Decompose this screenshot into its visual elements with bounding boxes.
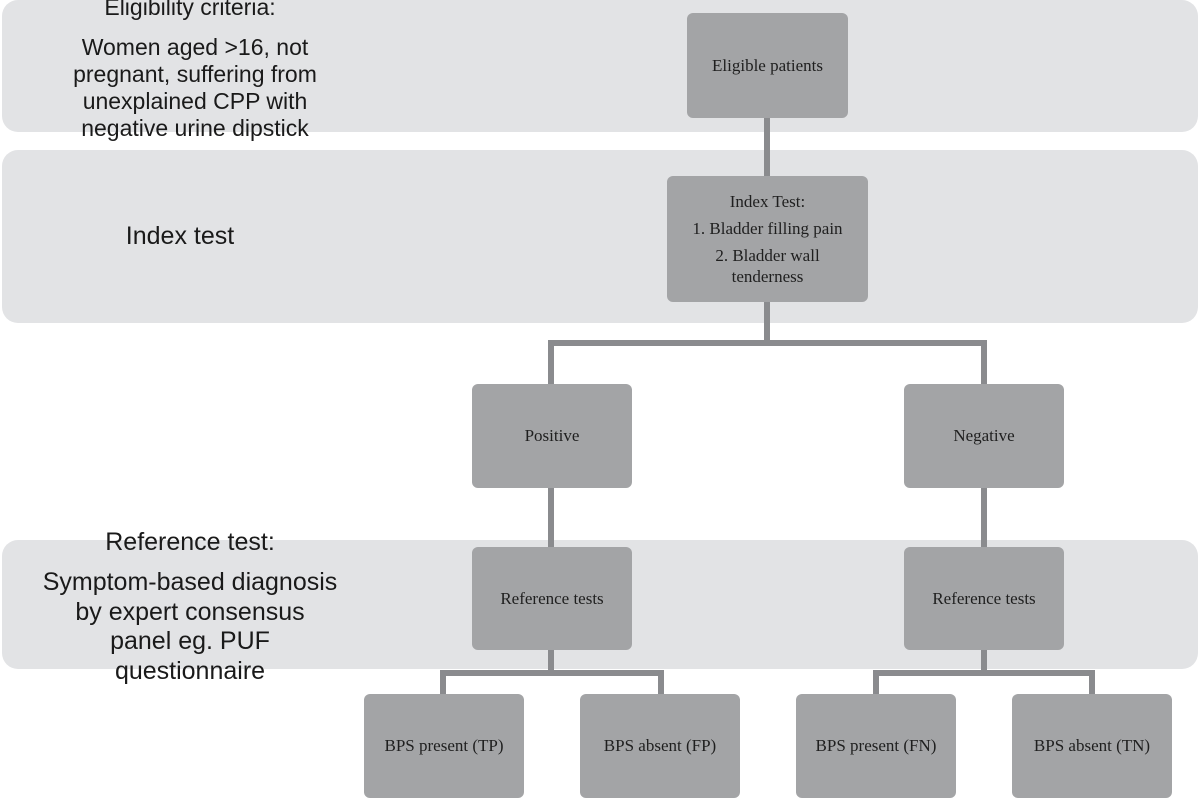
eligibility-line: unexplained CPP with [82, 88, 308, 115]
reference-line: by expert consensus [75, 597, 305, 626]
positive-node: Positive [472, 384, 632, 488]
negative-label: Negative [953, 426, 1015, 445]
index-test-item: 1. Bladder filling pain [692, 218, 843, 238]
fn-label: BPS present (FN) [815, 736, 937, 755]
eligible-patients-label: Eligible patients [712, 55, 823, 75]
connector-negative-to-reference [981, 488, 987, 547]
reference-line: panel eg. PUF [110, 627, 270, 655]
index-test-band [2, 150, 1198, 323]
reference-test-description: Symptom-based diagnosis by expert consen… [10, 568, 370, 686]
eligible-patients-node: Eligible patients [687, 13, 848, 118]
reference-line: Symptom-based diagnosis [42, 568, 338, 596]
connector-to-negative [981, 340, 987, 384]
eligibility-band [2, 0, 1198, 132]
index-test-title: Index test [125, 222, 235, 250]
fp-label: BPS absent (FP) [603, 736, 717, 755]
connector-left-reference-down [548, 650, 554, 674]
positive-label: Positive [524, 426, 580, 445]
eligibility-line: Women aged >16, not [81, 34, 309, 60]
connector-to-tp [440, 670, 446, 694]
negative-node: Negative [904, 384, 1064, 488]
connector-to-fp [658, 670, 664, 694]
tn-label: BPS absent (TN) [1033, 736, 1151, 755]
fp-node: BPS absent (FP) [580, 694, 740, 798]
index-test-item: tenderness [731, 267, 804, 287]
tn-node: BPS absent (TN) [1012, 694, 1172, 798]
connector-split-horizontal [548, 340, 987, 346]
reference-test-title: Reference test: [105, 528, 275, 556]
connector-to-positive [548, 340, 554, 384]
connector-eligible-to-index [764, 118, 770, 176]
tp-label: BPS present (TP) [384, 736, 504, 755]
connector-positive-to-reference [548, 488, 554, 547]
reference-tests-right-label: Reference tests [932, 588, 1036, 608]
fn-node: BPS present (FN) [796, 694, 956, 798]
reference-tests-left-label: Reference tests [500, 588, 604, 608]
index-test-node-title: Index Test: [729, 191, 806, 211]
eligibility-line: negative urine dipstick [81, 115, 309, 142]
eligibility-line: pregnant, suffering from [73, 61, 317, 88]
eligibility-criteria-text: Women aged >16, not pregnant, suffering … [20, 34, 370, 143]
connector-right-split-horizontal [873, 670, 1095, 676]
connector-left-split-horizontal [440, 670, 664, 676]
tp-node: BPS present (TP) [364, 694, 524, 798]
reference-tests-right-node: Reference tests [904, 547, 1064, 650]
connector-to-fn [873, 670, 879, 694]
reference-line: questionnaire [114, 656, 266, 685]
index-test-node: Index Test: 1. Bladder filling pain 2. B… [667, 176, 868, 302]
eligibility-title: Eligibility criteria: [104, 0, 276, 20]
connector-index-down [764, 302, 770, 344]
index-test-item: 2. Bladder wall [715, 246, 820, 265]
reference-tests-left-node: Reference tests [472, 547, 632, 650]
connector-to-tn [1089, 670, 1095, 694]
connector-right-reference-down [981, 650, 987, 674]
